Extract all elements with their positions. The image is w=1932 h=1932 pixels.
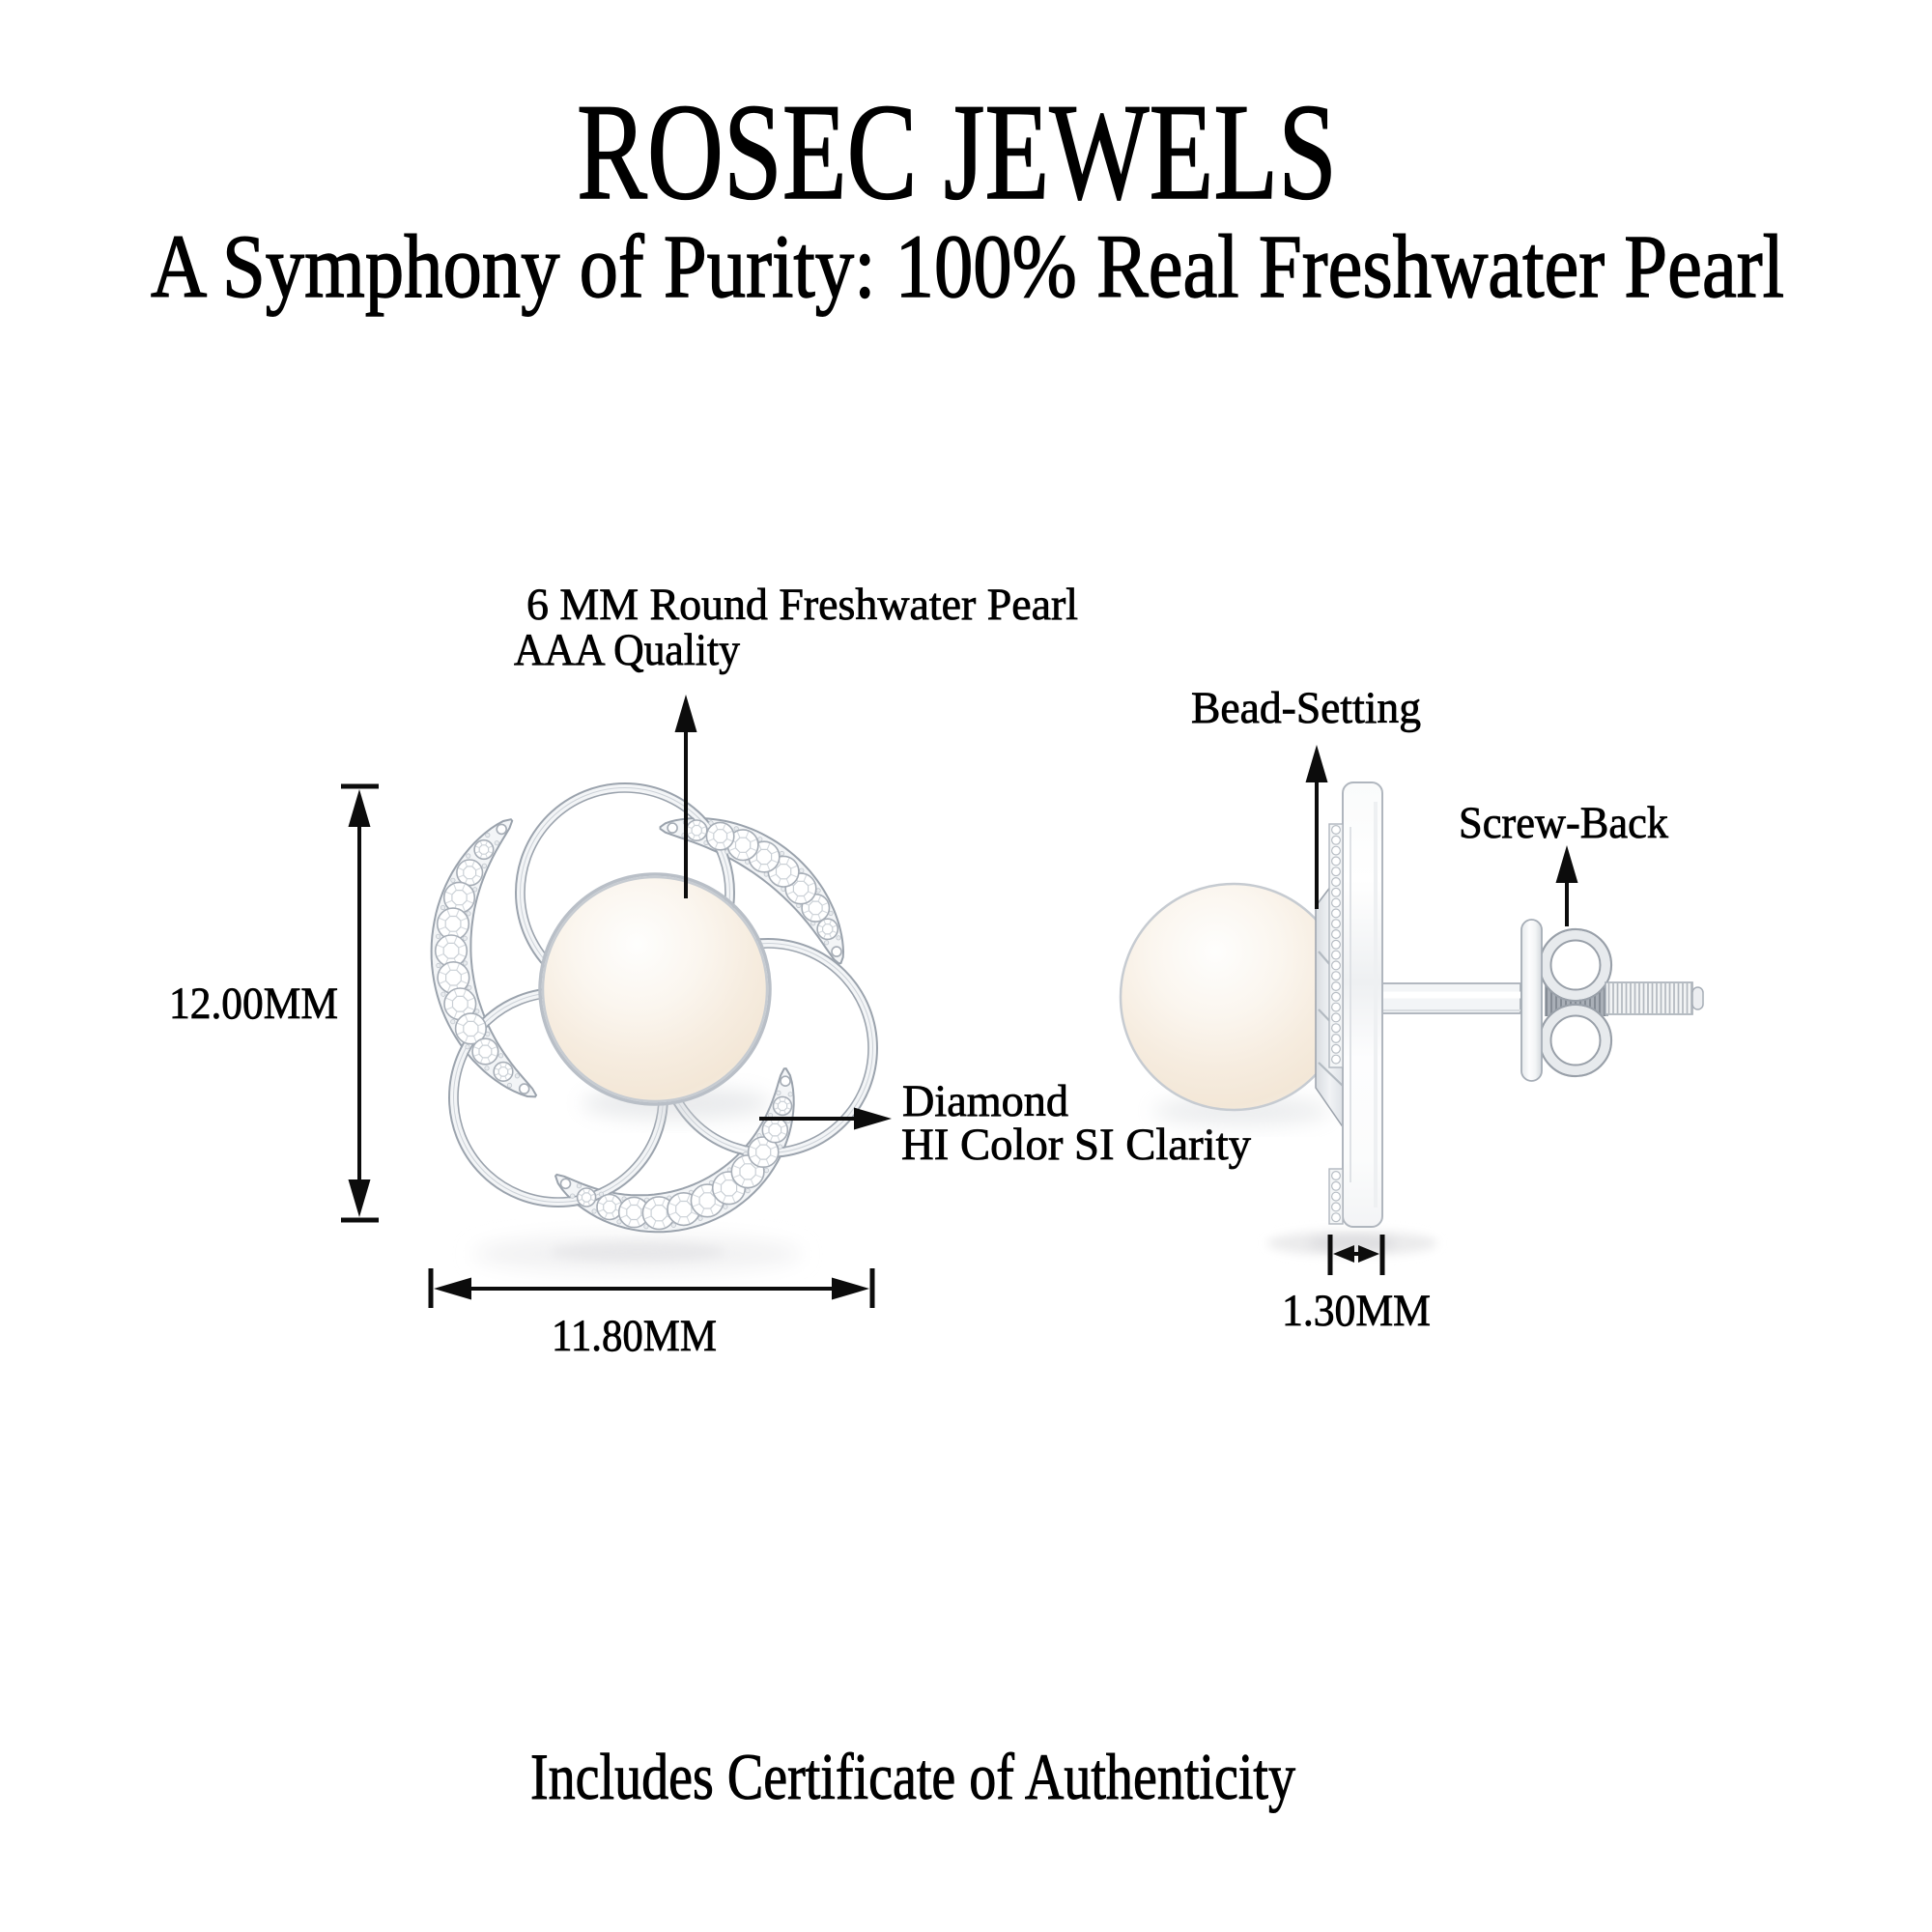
svg-text:1.30MM: 1.30MM: [1282, 1286, 1431, 1336]
svg-text:Screw-Back: Screw-Back: [1459, 798, 1668, 848]
svg-text:12.00MM: 12.00MM: [169, 979, 338, 1029]
svg-text:Bead-Setting: Bead-Setting: [1191, 683, 1421, 733]
svg-text:A Symphony of Purity: 100% Rea: A Symphony of Purity: 100% Real Freshwat…: [151, 217, 1784, 317]
svg-text:HI Color SI Clarity: HI Color SI Clarity: [901, 1120, 1251, 1170]
svg-text:Includes Certificate of Authen: Includes Certificate of Authenticity: [530, 1740, 1295, 1813]
svg-text:AAA Quality: AAA Quality: [514, 625, 740, 675]
svg-text:6 MM Round Freshwater Pearl: 6 MM Round Freshwater Pearl: [526, 580, 1078, 630]
svg-text:11.80MM: 11.80MM: [552, 1311, 717, 1361]
svg-text:Diamond: Diamond: [902, 1076, 1068, 1126]
svg-text:ROSEC JEWELS: ROSEC JEWELS: [577, 75, 1337, 228]
